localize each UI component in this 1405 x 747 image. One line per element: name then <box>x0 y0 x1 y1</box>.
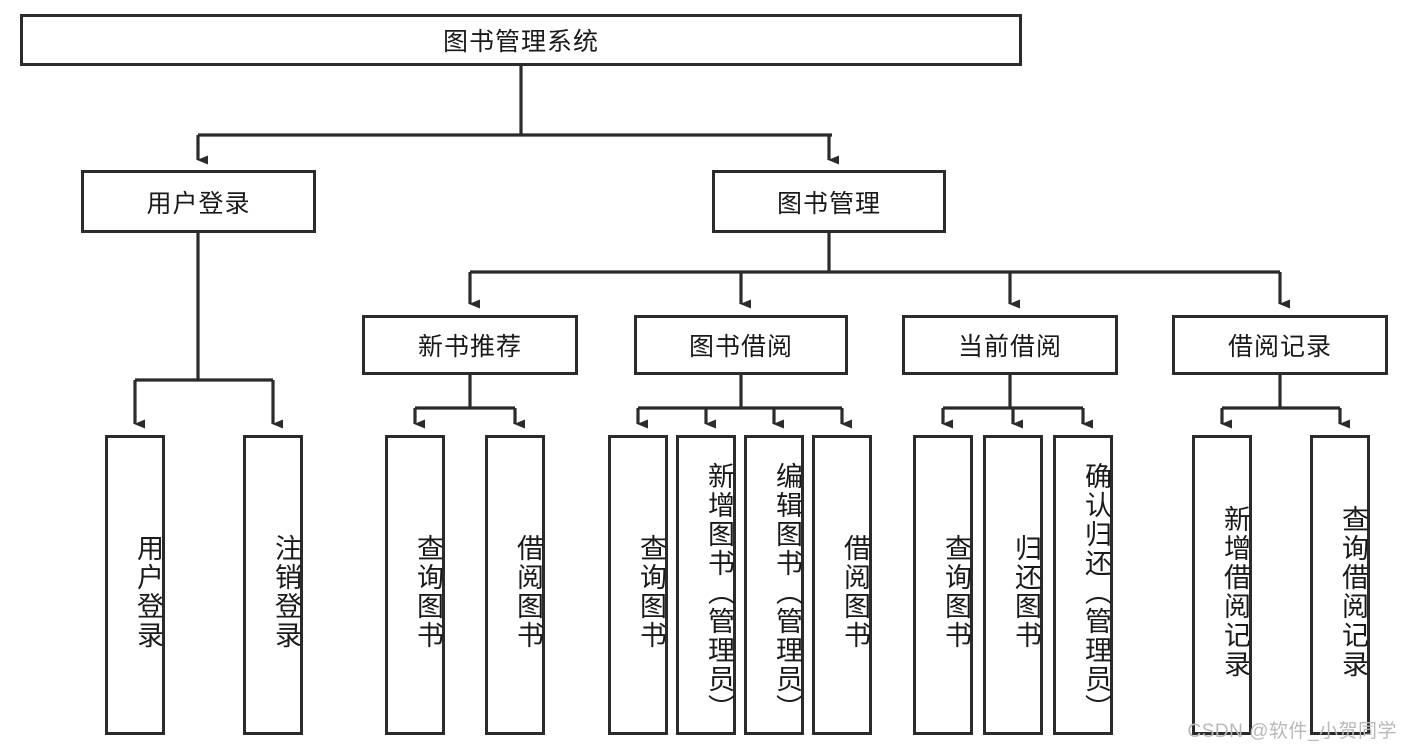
node-label: 用户登录 <box>133 534 163 650</box>
node-label: 编辑图书（管理员） <box>772 461 802 723</box>
node-leaf-leaf-confirm-return[interactable]: 确认归还（管理员） <box>1053 435 1113 735</box>
node-label: 借阅图书 <box>513 534 543 650</box>
node-label: 图书管理系统 <box>442 28 599 56</box>
node-label: 图书借阅 <box>688 333 793 361</box>
node-label: 查询图书 <box>413 534 443 650</box>
node-leaf-leaf-query-book-3[interactable]: 查询图书 <box>913 435 973 735</box>
node-leaf-leaf-user-login[interactable]: 用户登录 <box>105 435 165 735</box>
node-label: 用户登录 <box>146 189 251 218</box>
node-leaf-leaf-query-record[interactable]: 查询借阅记录 <box>1310 435 1370 735</box>
node-label: 查询借阅记录 <box>1338 505 1368 679</box>
node-leaf-leaf-logout[interactable]: 注销登录 <box>243 435 303 735</box>
node-label: 新增借阅记录 <box>1220 505 1250 679</box>
node-l3-book-borrow[interactable]: 图书借阅 <box>634 315 848 375</box>
node-label: 确认归还（管理员） <box>1081 461 1111 723</box>
node-label: 当前借阅 <box>957 333 1062 361</box>
node-label: 图书管理 <box>776 189 881 218</box>
node-label: 借阅图书 <box>840 534 870 650</box>
node-label: 新增图书（管理员） <box>704 461 734 723</box>
node-leaf-leaf-edit-book[interactable]: 编辑图书（管理员） <box>744 435 804 735</box>
node-leaf-leaf-borrow-book-2[interactable]: 借阅图书 <box>812 435 872 735</box>
node-leaf-leaf-query-book-2[interactable]: 查询图书 <box>608 435 668 735</box>
node-leaf-leaf-add-record[interactable]: 新增借阅记录 <box>1192 435 1252 735</box>
node-label: 借阅记录 <box>1227 333 1332 361</box>
node-leaf-leaf-add-book[interactable]: 新增图书（管理员） <box>676 435 736 735</box>
node-leaf-leaf-return-book[interactable]: 归还图书 <box>983 435 1043 735</box>
node-l2-user-login[interactable]: 用户登录 <box>81 170 316 233</box>
node-l3-new-book-rec[interactable]: 新书推荐 <box>362 315 578 375</box>
node-l3-borrow-record[interactable]: 借阅记录 <box>1172 315 1388 375</box>
node-root-root[interactable]: 图书管理系统 <box>20 14 1022 66</box>
node-label: 查询图书 <box>636 534 666 650</box>
node-leaf-leaf-query-book-1[interactable]: 查询图书 <box>385 435 445 735</box>
node-label: 查询图书 <box>941 534 971 650</box>
node-leaf-leaf-borrow-book-1[interactable]: 借阅图书 <box>485 435 545 735</box>
node-l3-current-borrow[interactable]: 当前借阅 <box>902 315 1118 375</box>
node-l2-book-manage[interactable]: 图书管理 <box>712 170 946 233</box>
node-label: 注销登录 <box>271 534 301 650</box>
csdn-watermark: CSDN @软件_小贺同学 <box>1187 721 1397 742</box>
node-label: 新书推荐 <box>417 333 522 361</box>
node-label: 归还图书 <box>1011 534 1041 650</box>
